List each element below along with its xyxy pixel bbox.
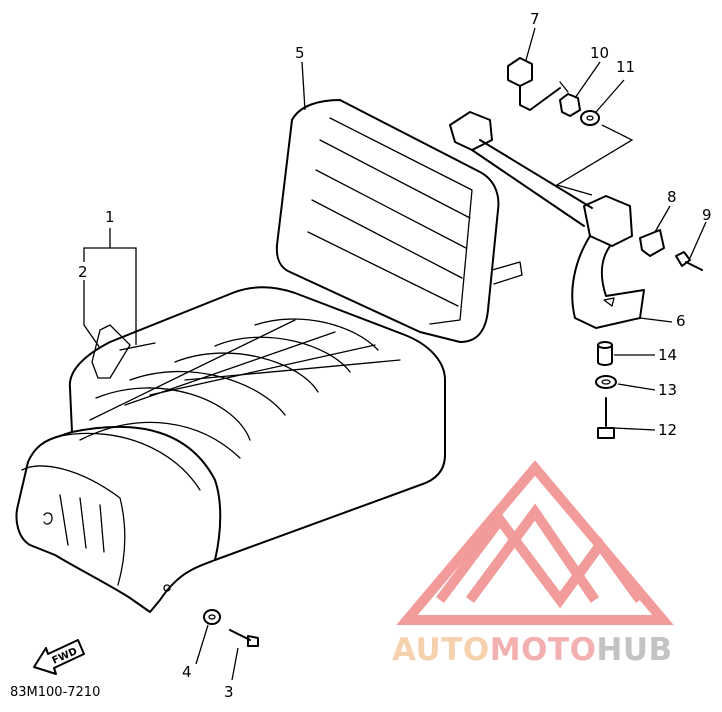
part-13-washer [595, 375, 617, 389]
svg-text:AUTOMOTOHUB: AUTOMOTOHUB [392, 632, 673, 668]
callout-14: 14 [658, 346, 677, 364]
callout-1: 1 [105, 208, 115, 226]
watermark-logo: AUTOMOTOHUB [392, 460, 674, 668]
callout-12: 12 [658, 421, 677, 439]
watermark-word-auto: AUTO [392, 632, 490, 668]
part-14-spacer [597, 341, 613, 366]
part-3-bolt [229, 629, 259, 647]
part-12-bolt [597, 397, 615, 439]
callout-6: 6 [676, 312, 686, 330]
seat-cushion [15, 286, 446, 613]
callout-11: 11 [616, 58, 635, 76]
callout-4: 4 [182, 663, 192, 681]
callout-3: 3 [224, 683, 234, 701]
callout-7: 7 [530, 10, 540, 28]
part-4-washer [203, 609, 221, 625]
seat-back [275, 99, 523, 343]
seat-hinge-frame [449, 111, 645, 329]
part-7-pin [507, 57, 569, 111]
watermark-word-hub: HUB [596, 632, 672, 668]
watermark-triangle-emblem [396, 460, 674, 625]
callout-13: 13 [658, 381, 677, 399]
callout-9: 9 [702, 206, 712, 224]
diagram-code: 83M100-7210 [10, 685, 100, 700]
part-8-clip [639, 229, 665, 257]
part-9-bolt [675, 251, 703, 271]
watermark-word-moto: MOTO [490, 632, 597, 668]
callout-5: 5 [295, 44, 305, 62]
leader-lines [83, 27, 707, 681]
part-10-nut [559, 93, 581, 117]
callout-10: 10 [590, 44, 609, 62]
callout-8: 8 [667, 188, 677, 206]
forward-direction-arrow: FWD [33, 639, 85, 675]
part-11-washer [580, 110, 600, 126]
callout-2: 2 [78, 263, 88, 281]
callout-labels: 1 2 3 4 5 6 7 8 9 10 11 12 13 14 [78, 10, 712, 701]
